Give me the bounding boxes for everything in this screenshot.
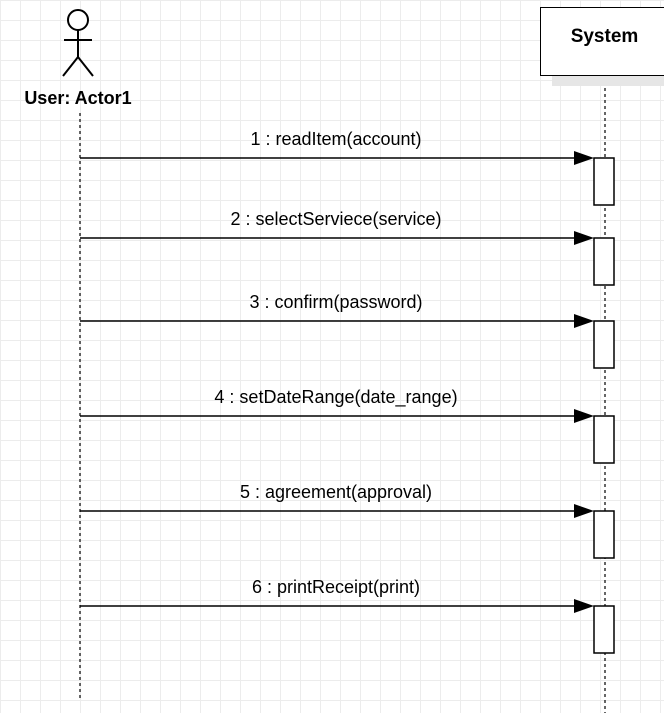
message-arrowhead [574, 231, 594, 245]
message-2 [80, 231, 615, 286]
message-arrowhead [574, 599, 594, 613]
message-arrowhead [574, 151, 594, 165]
activation-bar [593, 510, 615, 559]
actor-label: User: Actor1 [24, 88, 132, 108]
system-box: System [540, 7, 664, 76]
message-arrowhead [574, 314, 594, 328]
message-label-2: 2 : selectServiece(service) [230, 209, 442, 229]
message-label-1: 1 : readItem(account) [250, 129, 422, 149]
message-label-5: 5 : agreement(approval) [239, 482, 433, 502]
message-3 [80, 314, 615, 369]
message-1 [80, 151, 615, 206]
message-label-6: 6 : printReceipt(print) [251, 577, 421, 597]
message-label-4: 4 : setDateRange(date_range) [214, 387, 458, 407]
message-arrowhead [574, 409, 594, 423]
activation-bar [593, 320, 615, 369]
message-label-3: 3 : confirm(password) [249, 292, 423, 312]
activation-bar [593, 415, 615, 464]
activation-bar [593, 237, 615, 286]
message-6 [80, 599, 615, 654]
actor-figure [62, 9, 94, 77]
message-arrowhead [574, 504, 594, 518]
activation-bar [593, 605, 615, 654]
system-label: System [570, 26, 639, 47]
message-5 [80, 504, 615, 559]
message-4 [80, 409, 615, 464]
activation-bar [593, 157, 615, 206]
